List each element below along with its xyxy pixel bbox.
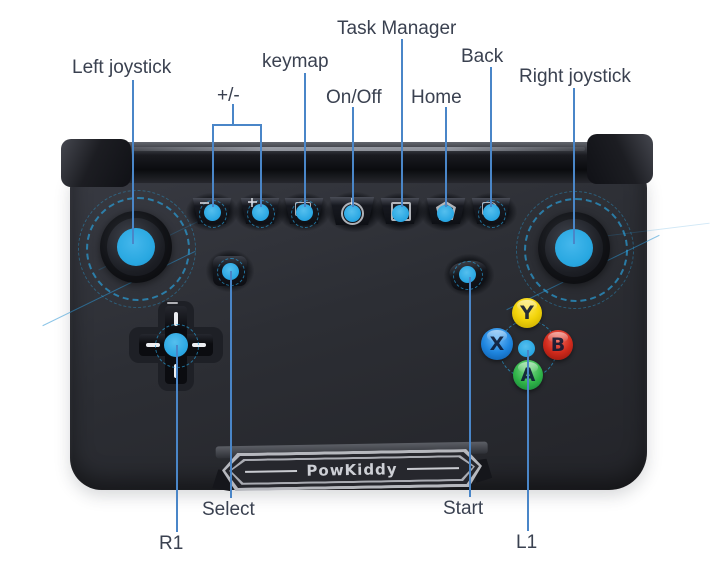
start-ring-icon (453, 261, 483, 290)
back-label: Back (461, 46, 504, 67)
task-manager-dot (392, 205, 409, 222)
plus-icon-vertical (251, 198, 253, 207)
home-line (445, 107, 447, 207)
select-label: Select (202, 499, 255, 520)
left-joystick-outer-ring-icon (86, 197, 190, 301)
back-dot (483, 204, 500, 221)
right-joystick-line (573, 88, 575, 244)
face-buttons-center-dot (518, 340, 535, 357)
volume-minus-dot (204, 204, 221, 221)
brand-dash-right (407, 467, 459, 470)
dpad-right-mark (192, 343, 206, 347)
left-joystick-line (132, 80, 134, 244)
home-label: Home (411, 87, 462, 108)
task-manager-label: Task Manager (337, 18, 457, 39)
hinge-highlight (133, 147, 585, 151)
back-line (490, 67, 492, 207)
minus-icon (200, 202, 209, 204)
y-button: Y (512, 298, 542, 328)
start-dot (459, 266, 476, 283)
home-dot (437, 205, 454, 222)
start-line (469, 277, 471, 497)
plus-minus-label: +/- (217, 85, 240, 106)
task-manager-line (401, 39, 403, 207)
l1-label: L1 (516, 532, 538, 553)
b-button-letter: B (550, 334, 566, 356)
plus-minus-stub-line (232, 104, 234, 124)
volume-minus-line (212, 124, 214, 207)
y-button-gloss (517, 300, 537, 311)
right-joystick-outer-ring-icon (524, 198, 628, 302)
power-dot (344, 205, 361, 222)
plus-minus-bracket-line (212, 124, 262, 126)
r1-line (176, 345, 178, 532)
brand-plate: PowKiddy (212, 441, 493, 496)
dpad-top-tick (167, 302, 178, 304)
hinge-cap-right (587, 134, 653, 184)
b-button: B (543, 330, 573, 360)
back-ring-icon (478, 200, 506, 228)
keymap-line (304, 73, 306, 207)
brand-text: PowKiddy (306, 460, 398, 480)
select-line (230, 271, 232, 498)
brand-plate-inner: PowKiddy (231, 457, 473, 483)
keymap-label: keymap (262, 51, 329, 72)
x-button: X (481, 328, 513, 360)
x-button-letter: X (489, 333, 505, 355)
dpad-up-mark (174, 312, 178, 326)
left-joystick-label: Left joystick (72, 57, 172, 78)
right-joystick-label: Right joystick (519, 66, 631, 87)
keymap-dot (296, 204, 313, 221)
x-button-gloss (486, 330, 508, 342)
y-button-letter: Y (520, 302, 534, 324)
volume-plus-dot (252, 204, 269, 221)
b-button-gloss (548, 332, 568, 343)
volume-plus-line (260, 124, 262, 207)
l1-line (527, 350, 529, 531)
start-label: Start (443, 498, 484, 519)
dpad-left-mark (146, 343, 160, 347)
r1-label: R1 (159, 533, 184, 554)
onoff-label: On/Off (326, 87, 382, 108)
brand-dash-left (245, 470, 297, 473)
hinge-cap-left (61, 139, 131, 187)
onoff-line (352, 107, 354, 207)
